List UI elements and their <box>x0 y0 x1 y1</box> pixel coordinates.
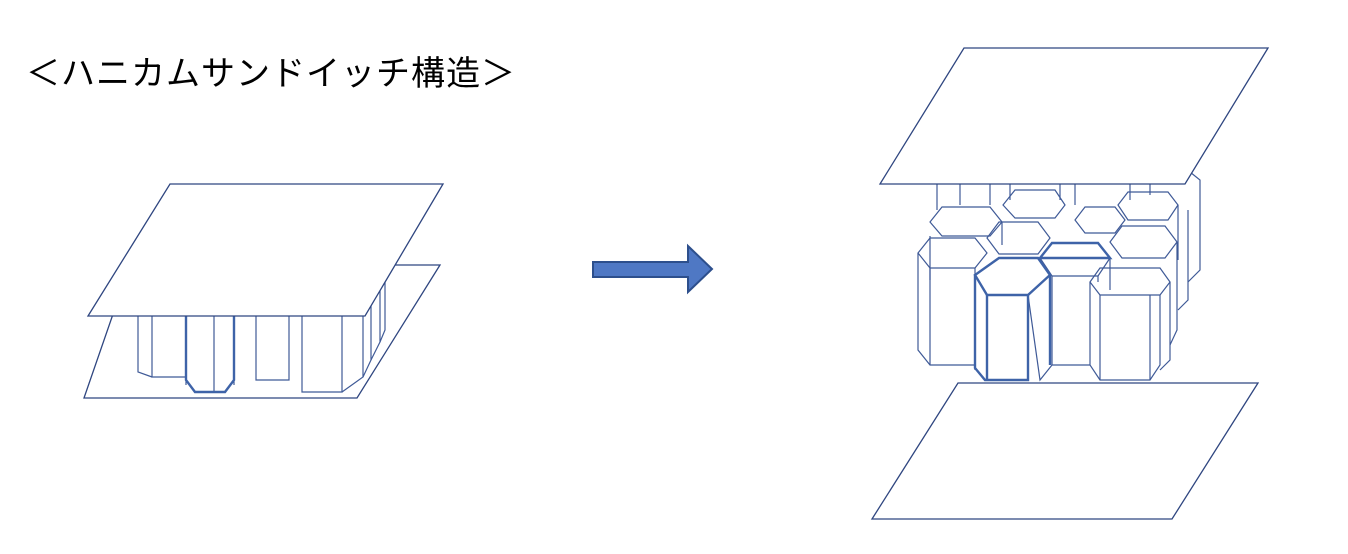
exploded-sandwich <box>870 47 1270 520</box>
left-honeycomb-core <box>137 275 386 393</box>
diagram-title: ＜ハニカムサンドイッチ構造＞ <box>26 54 516 94</box>
left-top-face-plate <box>86 183 445 317</box>
right-bottom-face-plate <box>870 382 1260 520</box>
assembled-sandwich <box>83 183 445 399</box>
right-honeycomb-core <box>917 171 1201 382</box>
right-highlight-cell <box>973 241 1113 382</box>
right-arrow-icon <box>592 243 714 295</box>
left-highlight-cell <box>184 316 236 394</box>
right-top-face-plate <box>878 47 1270 185</box>
